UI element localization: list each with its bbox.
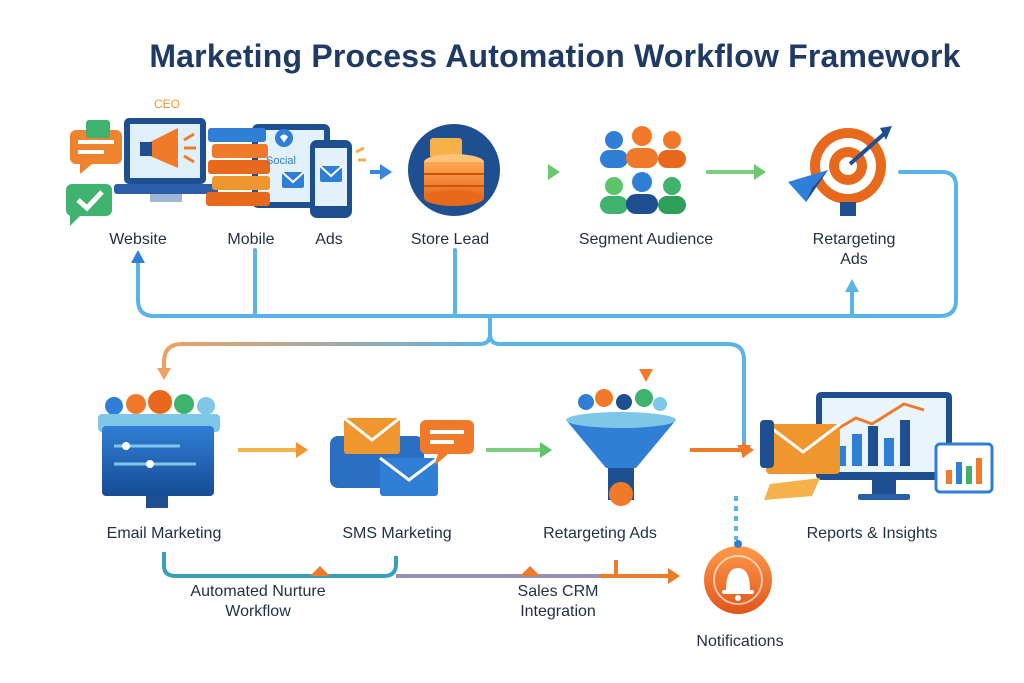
email-dashboard-icon <box>98 390 220 508</box>
label-store-lead: Store Lead <box>410 231 490 248</box>
label-notifications: Notifications <box>696 633 784 650</box>
label-ads: Ads <box>315 231 343 248</box>
arrow-head <box>380 164 392 180</box>
top-bus-connectors <box>136 170 958 450</box>
label-retargeting-ads-top: Retargeting Ads <box>812 231 896 268</box>
ceo-badge: CEO <box>154 97 180 111</box>
arrow-head <box>754 164 766 180</box>
page-title: Marketing Process Automation Workflow Fr… <box>149 38 961 74</box>
people-group-icon <box>600 126 686 214</box>
bell-icon <box>704 540 772 614</box>
chat-bubble-icon <box>70 120 122 174</box>
label-automated-nurture: Automated Nurture Workflow <box>190 583 326 620</box>
label-website: Website <box>109 231 167 248</box>
arrow-head <box>310 566 330 576</box>
analytics-monitor-icon <box>760 392 994 500</box>
arrow-head <box>520 566 540 576</box>
paper-plane-icon <box>788 170 828 202</box>
arrow-head <box>668 568 680 584</box>
label-segment-audience: Segment Audience <box>578 231 714 248</box>
arrow-head <box>548 164 560 180</box>
sms-envelope-icon <box>330 416 474 496</box>
arrow-head <box>296 442 308 458</box>
target-icon <box>810 126 892 216</box>
label-mobile: Mobile <box>227 231 275 248</box>
database-icon <box>408 124 500 216</box>
arrow-head <box>742 442 754 458</box>
label-sales-crm: Sales CRM Integration <box>517 583 599 620</box>
phone-mail-icon <box>310 140 366 218</box>
label-email-marketing: Email Marketing <box>106 525 222 542</box>
monitor-megaphone-icon <box>114 118 218 202</box>
bottom-bracket <box>162 496 738 578</box>
check-bubble-icon <box>66 184 112 226</box>
label-reports-insights: Reports & Insights <box>806 525 938 542</box>
folder-stack-icon <box>206 128 270 206</box>
funnel-icon <box>566 389 676 506</box>
label-sms-marketing: SMS Marketing <box>342 525 452 542</box>
label-retargeting-ads: Retargeting Ads <box>543 525 657 542</box>
arrow-head <box>540 442 552 458</box>
top-arrowheads <box>131 250 859 458</box>
social-text: Social <box>266 155 296 167</box>
